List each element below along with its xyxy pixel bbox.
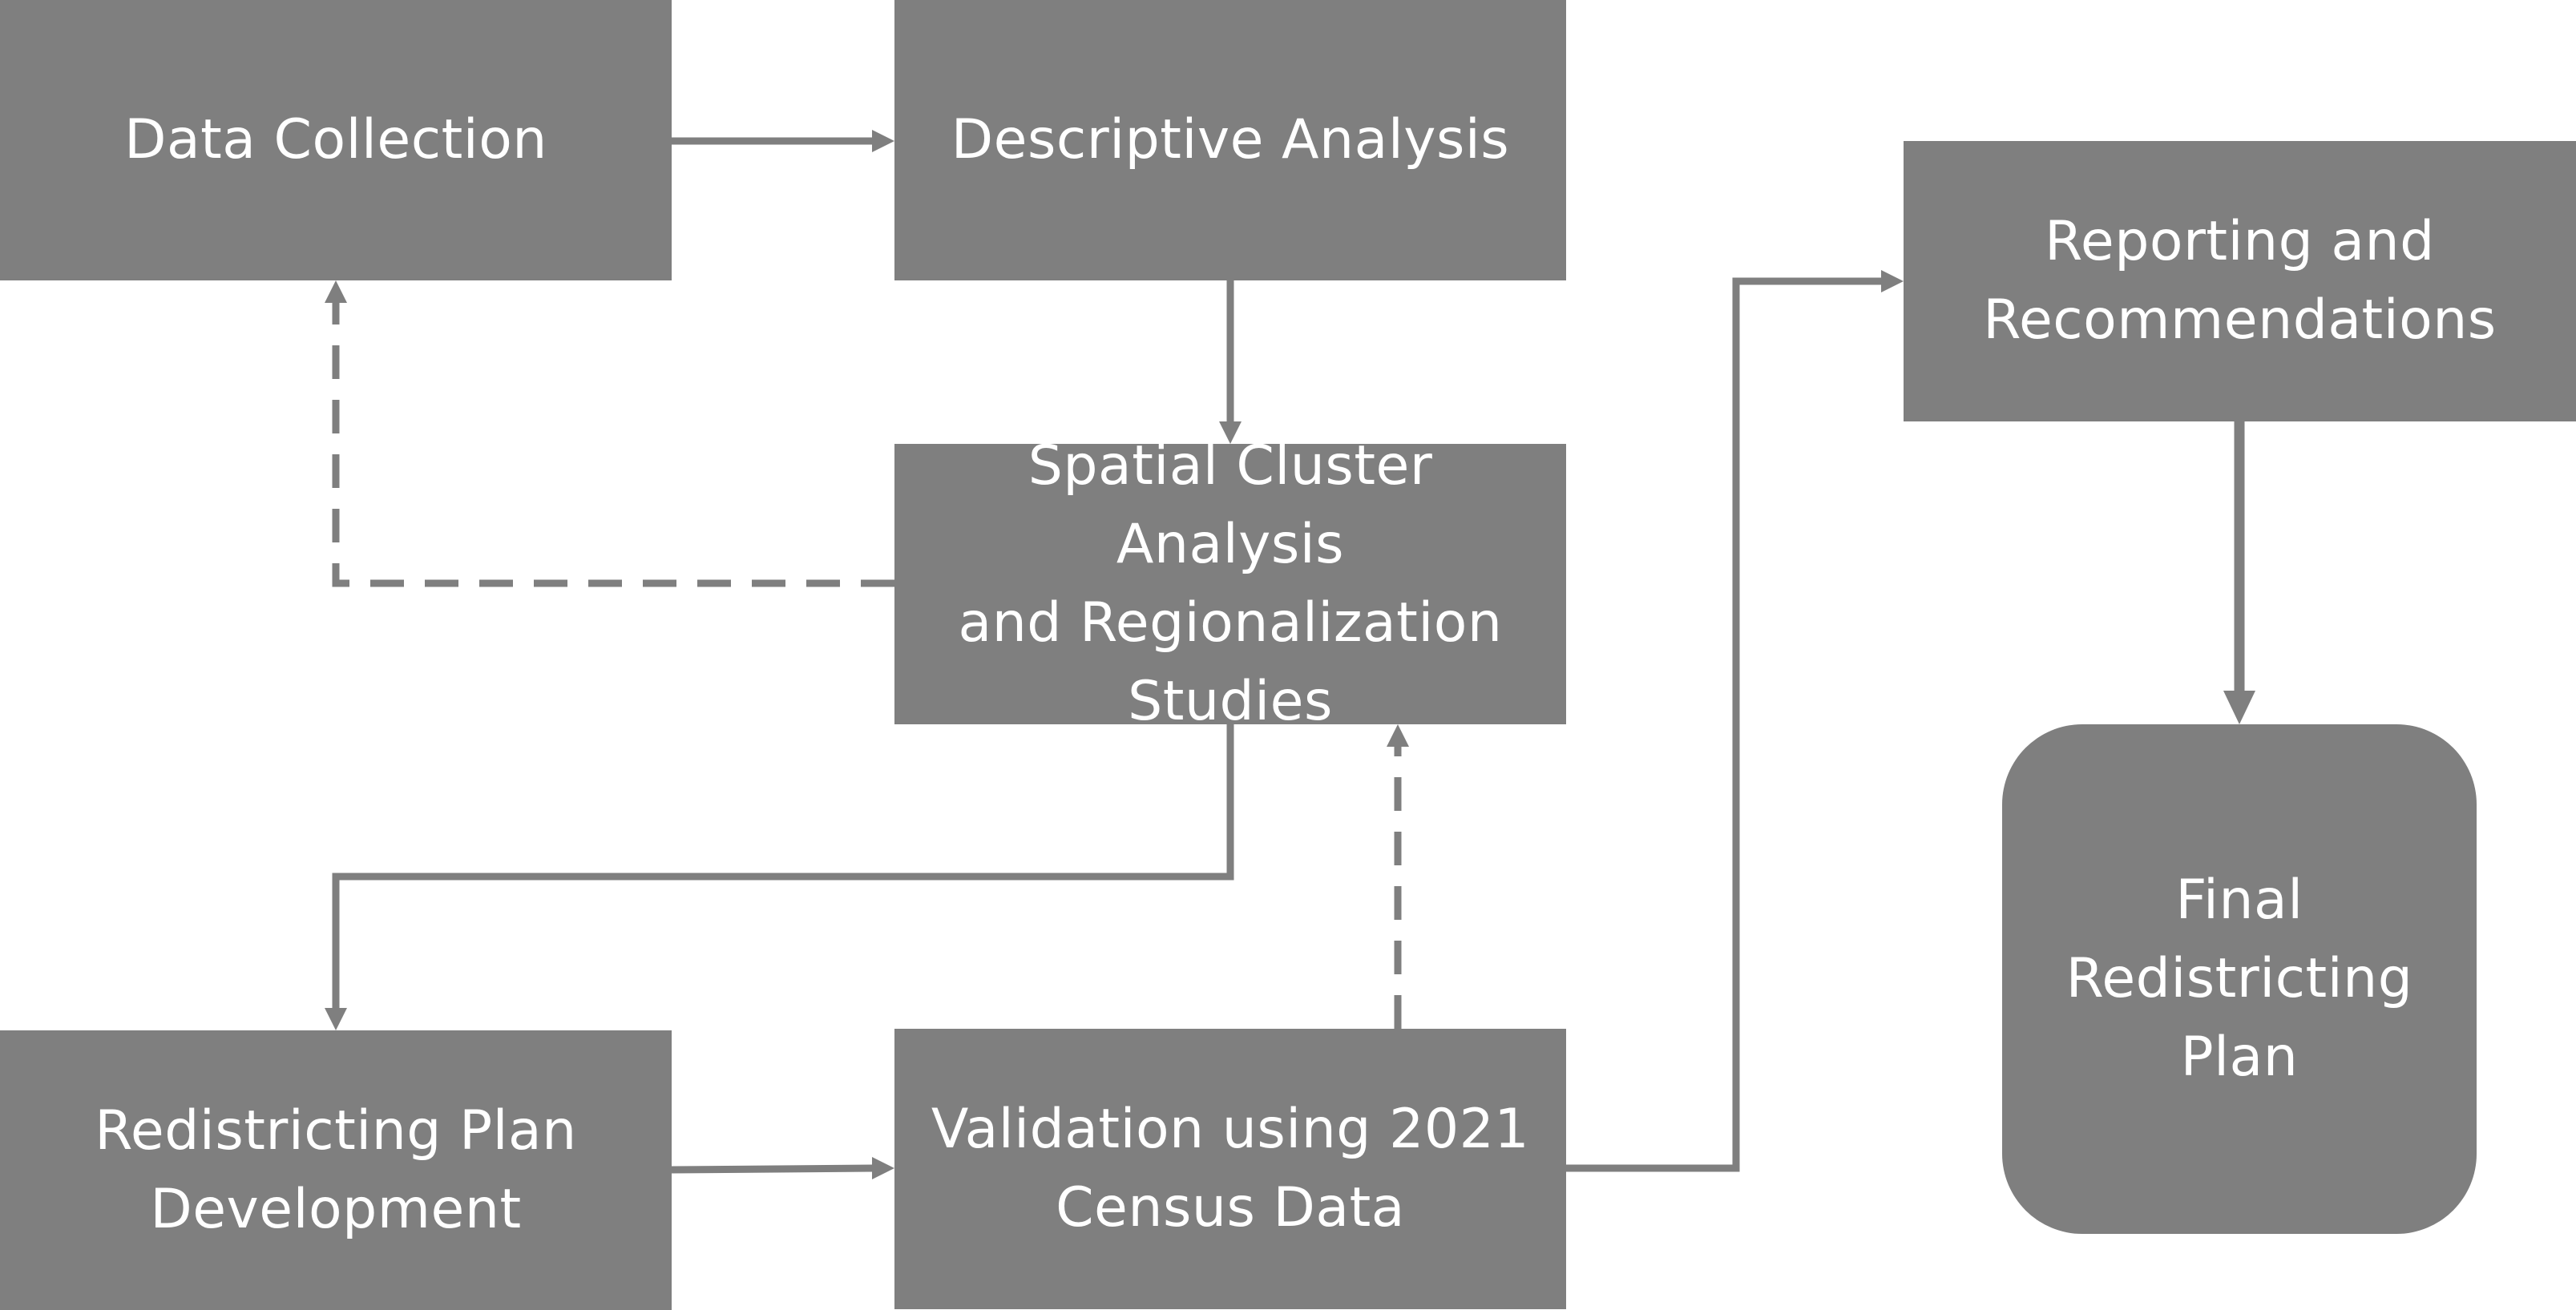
edge-reporting-to-final xyxy=(2223,421,2255,724)
edge-redistricting-dev-to-validation xyxy=(671,1157,894,1179)
node-descriptive-analysis-label: Descriptive Analysis xyxy=(951,108,1510,171)
node-validation[interactable]: Validation using 2021 Census Data xyxy=(894,1029,1566,1309)
edge-validation-to-reporting xyxy=(1566,270,1904,1172)
edge-descriptive-to-spatial xyxy=(1219,280,1242,444)
node-descriptive-analysis[interactable]: Descriptive Analysis xyxy=(894,0,1566,280)
node-spatial-cluster-analysis-label: Spatial Cluster Analysis and Regionaliza… xyxy=(958,434,1503,733)
node-validation-label: Validation using 2021 Census Data xyxy=(931,1098,1530,1239)
node-final-redistricting-plan[interactable]: Final Redistricting Plan xyxy=(2002,724,2477,1234)
node-redistricting-plan-development-label: Redistricting Plan Development xyxy=(95,1098,577,1241)
edge-spatial-to-data-collection xyxy=(325,280,894,587)
node-spatial-cluster-analysis[interactable]: Spatial Cluster Analysis and Regionaliza… xyxy=(894,434,1566,733)
node-data-collection[interactable]: Data Collection xyxy=(0,0,672,280)
node-redistricting-plan-development[interactable]: Redistricting Plan Development xyxy=(0,1030,672,1310)
edge-data-collection-to-descriptive xyxy=(672,130,894,152)
edge-validation-to-spatial xyxy=(1387,724,1409,1029)
node-final-redistricting-plan-label: Final Redistricting Plan xyxy=(2065,869,2413,1089)
node-reporting-and-recommendations[interactable]: Reporting and Recommendations xyxy=(1904,141,2576,421)
edge-spatial-to-redistricting-dev xyxy=(325,724,1234,1030)
node-data-collection-label: Data Collection xyxy=(124,108,547,171)
node-reporting-and-recommendations-label: Reporting and Recommendations xyxy=(1983,210,2497,352)
